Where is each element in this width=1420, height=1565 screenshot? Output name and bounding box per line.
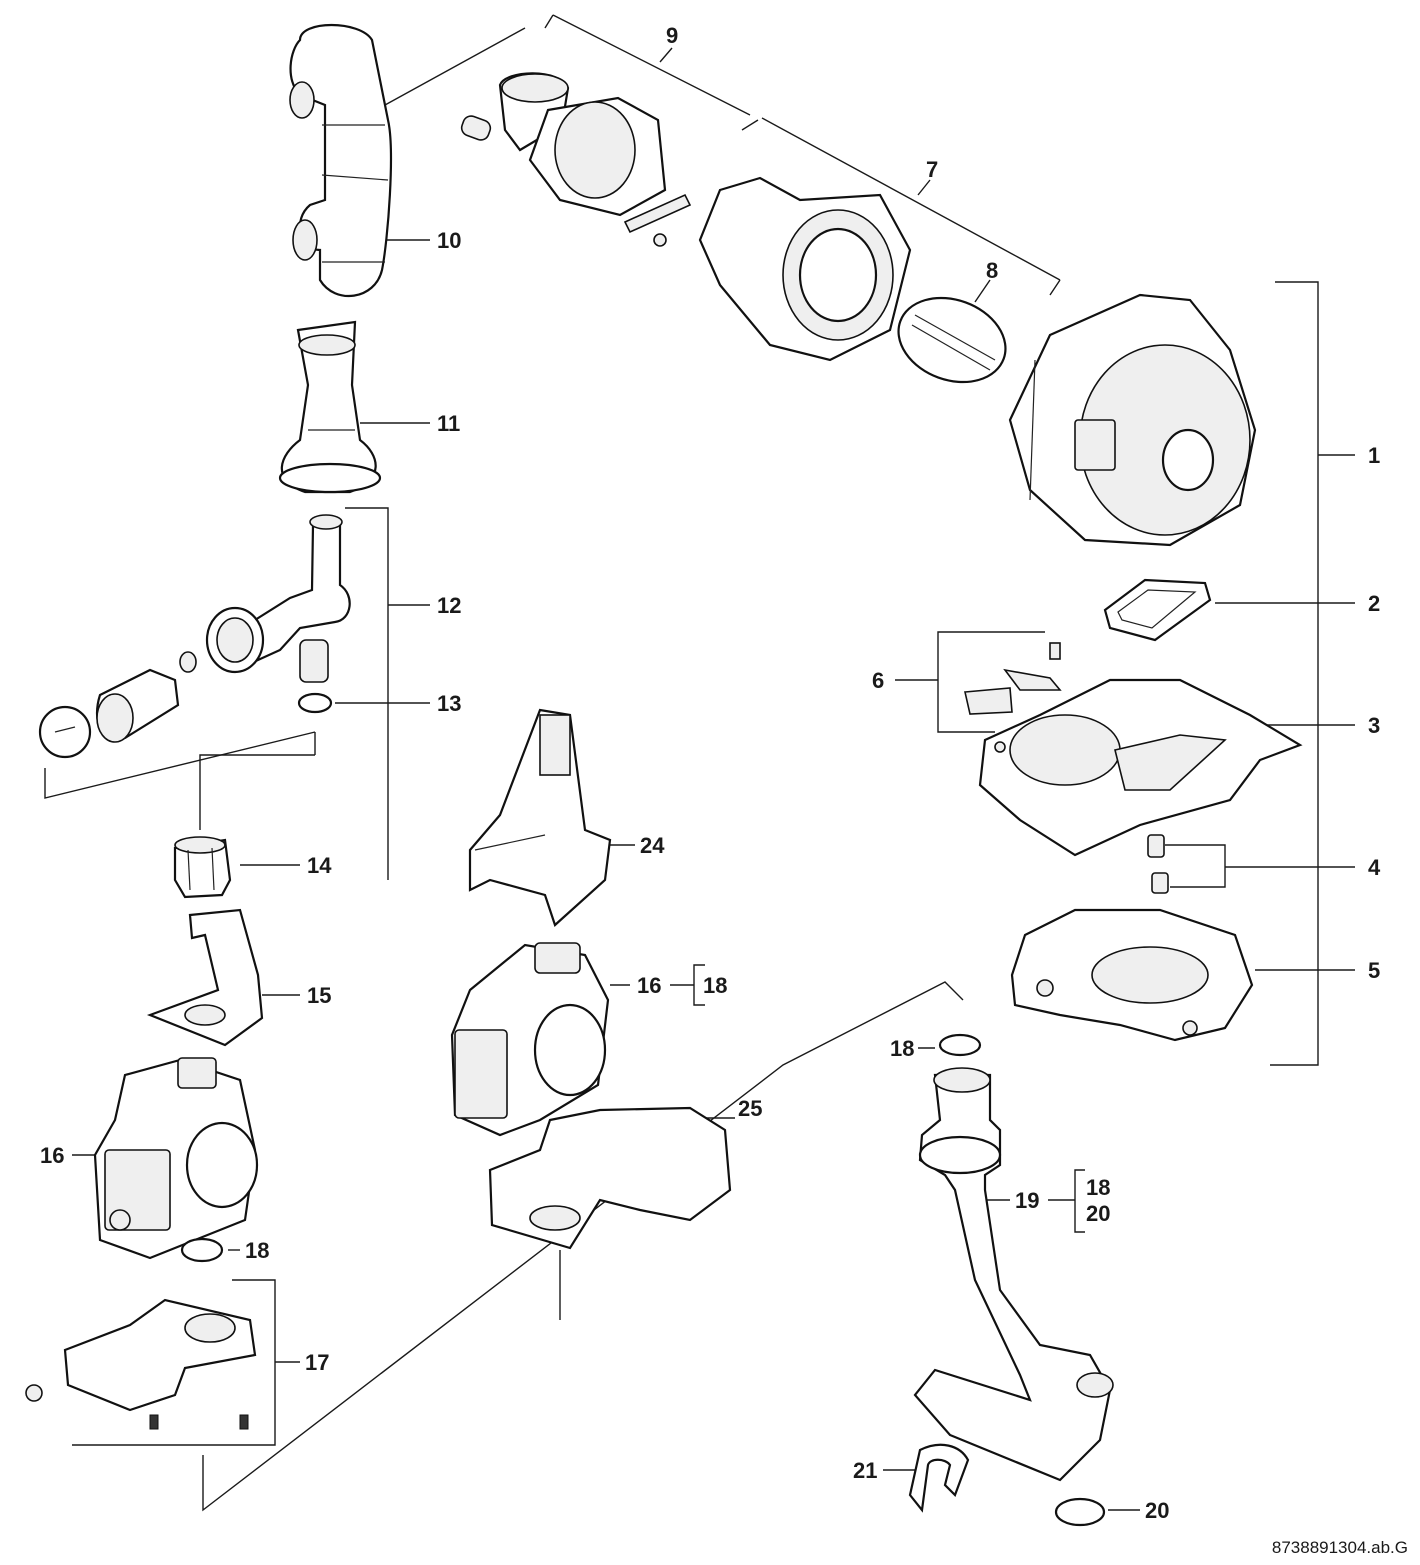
callout-14: 14 — [307, 853, 332, 878]
drawing-reference-number: 8738891304.ab.G — [1272, 1538, 1408, 1557]
callout-19: 19 — [1015, 1188, 1039, 1213]
part-4-screws — [1147, 834, 1169, 894]
part-18-seal-left — [180, 1237, 224, 1263]
callout-20-pipe: 20 — [1086, 1201, 1110, 1226]
leader-lines — [44, 14, 1355, 1512]
part-10-bent-pipe — [289, 24, 393, 298]
part-8-flap-disc — [897, 296, 1007, 384]
callout-7: 7 — [926, 157, 938, 182]
part-20-seal — [1054, 1497, 1106, 1527]
callout-1: 1 — [1368, 443, 1380, 468]
callout-18-left: 18 — [245, 1238, 269, 1263]
part-25-valve-tray — [488, 1106, 732, 1250]
callout-21: 21 — [853, 1458, 877, 1483]
part-16-gas-valve-left — [93, 1057, 259, 1260]
part-11-funnel-adapter — [278, 320, 382, 494]
part-18-seal-right — [938, 1033, 982, 1057]
callout-17: 17 — [305, 1350, 329, 1375]
part-17-mounting-bracket — [25, 1298, 257, 1430]
callout-2: 2 — [1368, 591, 1380, 616]
part-5-insulation-plate — [1010, 908, 1254, 1042]
callout-8: 8 — [986, 258, 998, 283]
callout-10: 10 — [437, 228, 461, 253]
callout-6: 6 — [872, 668, 884, 693]
callout-16-center: 16 — [637, 973, 661, 998]
callout-5: 5 — [1368, 958, 1380, 983]
part-3-burner-base-plate — [978, 678, 1303, 857]
part-15-bracket — [146, 908, 264, 1047]
callout-15: 15 — [307, 983, 331, 1008]
part-13-washer — [297, 692, 333, 714]
callout-18-right: 18 — [890, 1036, 914, 1061]
part-14-nozzle-holder — [173, 836, 232, 899]
part-19-gas-pipe — [913, 1067, 1114, 1482]
callout-24: 24 — [640, 833, 665, 858]
callout-12: 12 — [437, 593, 461, 618]
part-21-pipe-clip — [908, 1443, 970, 1513]
callout-20: 20 — [1145, 1498, 1169, 1523]
callout-labels: 1 2 3 4 5 6 7 8 9 10 11 12 13 14 15 16 1… — [40, 23, 1381, 1523]
part-7-fan-adapter-housing — [698, 176, 912, 362]
callout-4: 4 — [1368, 855, 1381, 880]
part-1-fan-unit — [1008, 293, 1257, 547]
part-9-air-gas-mixer — [460, 72, 692, 247]
part-2-gasket — [1103, 578, 1212, 642]
callout-9: 9 — [666, 23, 678, 48]
callout-13: 13 — [437, 691, 461, 716]
callout-25: 25 — [738, 1096, 762, 1121]
part-16-gas-valve-center — [450, 942, 610, 1137]
callout-11: 11 — [437, 411, 460, 436]
part-24-valve-cover — [468, 708, 612, 927]
callout-18-center: 18 — [703, 973, 727, 998]
part-12-gas-connector-assembly — [38, 514, 351, 759]
callout-3: 3 — [1368, 713, 1380, 738]
callout-18-pipe: 18 — [1086, 1175, 1110, 1200]
part-6-small-parts-kit — [964, 642, 1062, 715]
callout-16-left: 16 — [40, 1143, 64, 1168]
